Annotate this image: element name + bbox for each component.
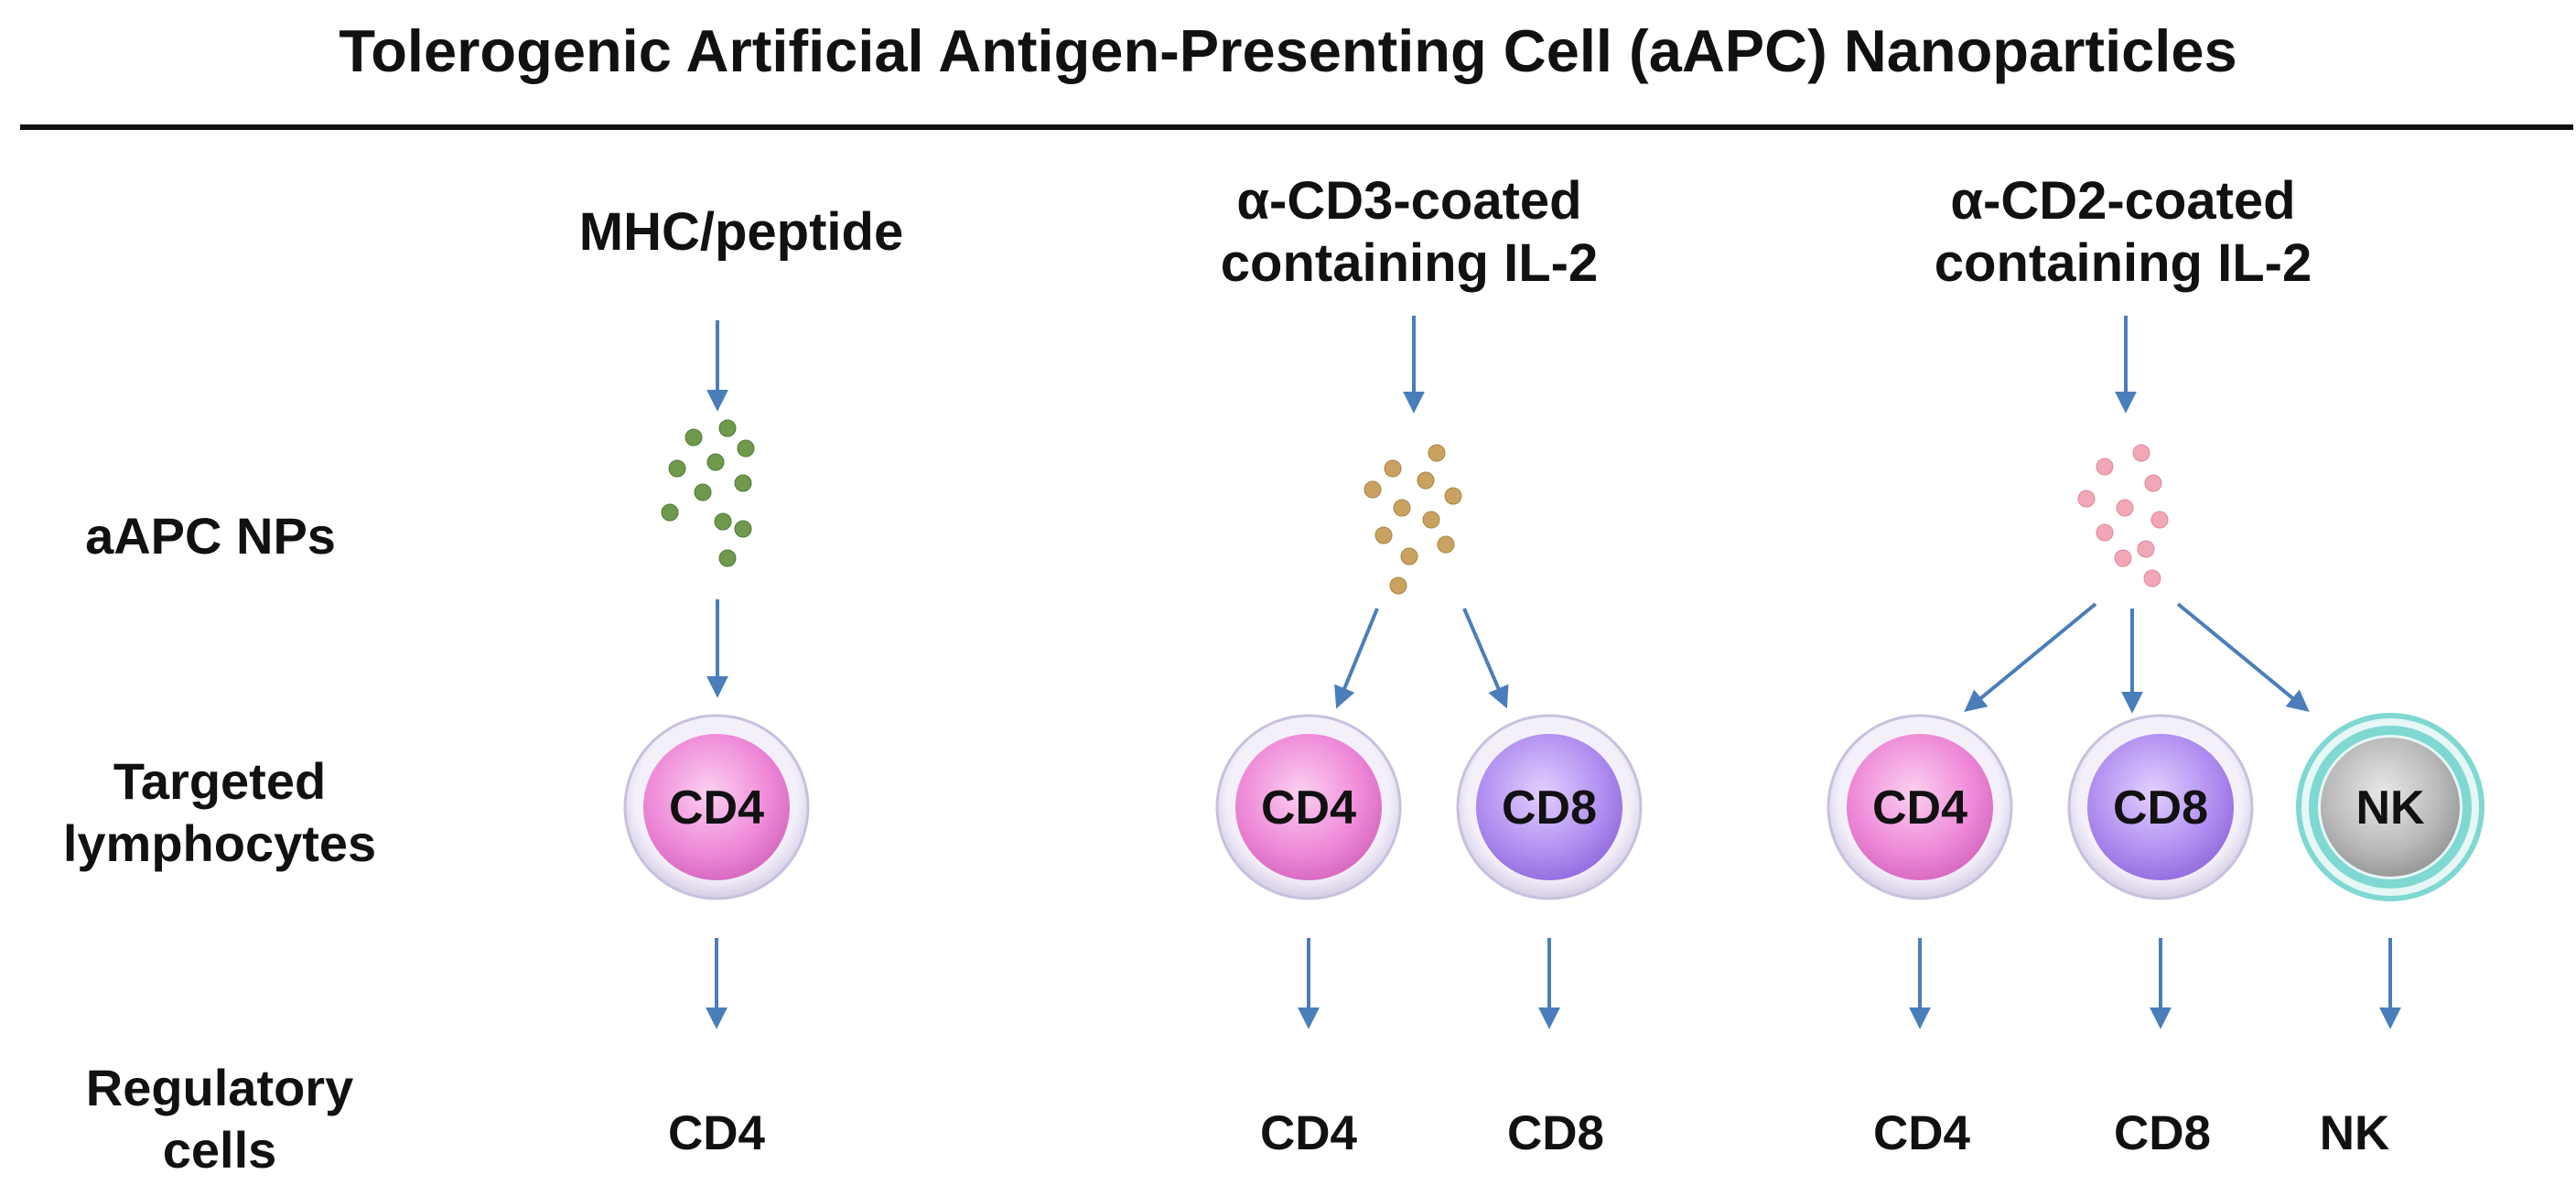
row-label-regulatory: Regulatory cells <box>37 1057 403 1181</box>
np-cluster-col3 <box>2077 444 2169 587</box>
column-header-line: α-CD3-coated <box>1236 171 1582 231</box>
column-header-line: containing IL-2 <box>1934 233 2312 293</box>
column-header-mhc: MHC/peptide <box>494 201 988 264</box>
column-header-line: α-CD2-coated <box>1950 171 2296 231</box>
cell-label-nk: NK <box>2355 781 2425 835</box>
column-header-cd2: α-CD2-coated containing IL-2 <box>1867 170 2379 295</box>
arrow-np-to-cd8-col2 <box>1462 608 1509 709</box>
output-label-col3-cd8: CD8 <box>2113 1106 2212 1160</box>
cell-col3-cd4: CD4 <box>1827 714 2013 900</box>
cell-label-cd4: CD4 <box>1872 781 1967 835</box>
row-label-targeted: Targeted lymphocytes <box>27 750 412 875</box>
row-label-aapc: aAPC NPs <box>85 507 336 565</box>
cell-col1-cd4: CD4 <box>623 714 810 900</box>
cell-col3-cd8: CD8 <box>2067 714 2254 900</box>
np-cluster-col2 <box>1363 444 1462 595</box>
cell-col2-cd8: CD8 <box>1456 714 1643 900</box>
cell-label-cd8: CD8 <box>1502 781 1597 835</box>
title-divider <box>20 124 2573 130</box>
row-label-line: lymphocytes <box>62 814 377 872</box>
arrow-np-to-cd4-col3 <box>1964 602 2097 713</box>
cell-col3-nk: NK <box>2296 713 2484 901</box>
row-label-line: Targeted <box>113 752 327 810</box>
np-cluster-col1 <box>661 419 755 567</box>
output-label-col1-cd4: CD4 <box>667 1106 766 1160</box>
page-title: Tolerogenic Artificial Antigen-Presentin… <box>339 17 2237 84</box>
arrow-np-to-cd4-col2 <box>1334 608 1379 709</box>
output-label-col3-nk: NK <box>2319 1106 2390 1160</box>
output-label-col3-cd4: CD4 <box>1872 1106 1971 1160</box>
cell-label-cd4: CD4 <box>669 781 764 835</box>
row-label-line: Regulatory <box>85 1059 354 1116</box>
column-header-line: MHC/peptide <box>578 202 904 262</box>
column-header-line: containing IL-2 <box>1220 233 1599 293</box>
column-header-cd3: α-CD3-coated containing IL-2 <box>1153 170 1665 295</box>
row-label-line: cells <box>162 1121 277 1179</box>
output-label-col2-cd8: CD8 <box>1506 1106 1605 1160</box>
cell-col2-cd4: CD4 <box>1215 714 1402 900</box>
cell-label-cd4: CD4 <box>1261 781 1356 835</box>
output-label-col2-cd4: CD4 <box>1259 1106 1358 1160</box>
arrow-np-to-nk-col3 <box>2176 602 2310 713</box>
cell-label-cd8: CD8 <box>2113 781 2208 835</box>
